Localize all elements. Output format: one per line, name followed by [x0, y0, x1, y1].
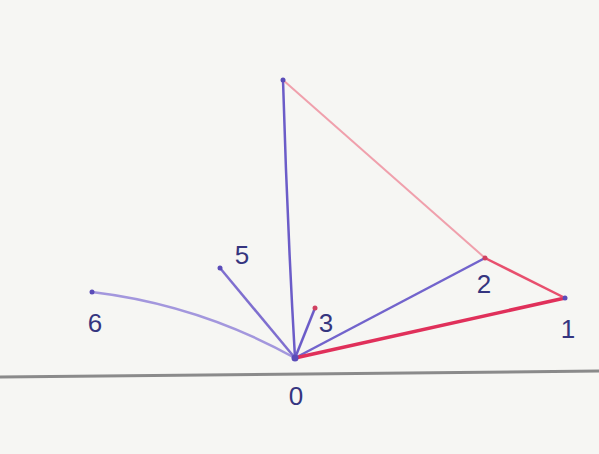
callout-number: 6 [88, 310, 102, 336]
callout-number: 5 [235, 242, 249, 268]
vector-line [295, 258, 485, 358]
vector-line [220, 268, 295, 358]
callout-number: 2 [477, 271, 491, 297]
vector-line [92, 292, 295, 358]
point-dot [90, 290, 95, 295]
sum-line [295, 298, 565, 358]
point-dot [483, 256, 488, 261]
points [90, 78, 568, 362]
callout-number: 1 [561, 316, 575, 342]
point-dot [563, 296, 568, 301]
sum-line [283, 80, 485, 258]
callout-number: 0 [289, 383, 303, 409]
callout-number: 3 [319, 310, 333, 336]
sum-line [485, 258, 565, 298]
point-dot [292, 355, 299, 362]
vector-line [283, 80, 295, 358]
point-dot [313, 306, 318, 311]
point-dot [218, 266, 223, 271]
vector-line [295, 308, 315, 358]
point-dot [281, 78, 286, 83]
ground-line [0, 371, 599, 377]
